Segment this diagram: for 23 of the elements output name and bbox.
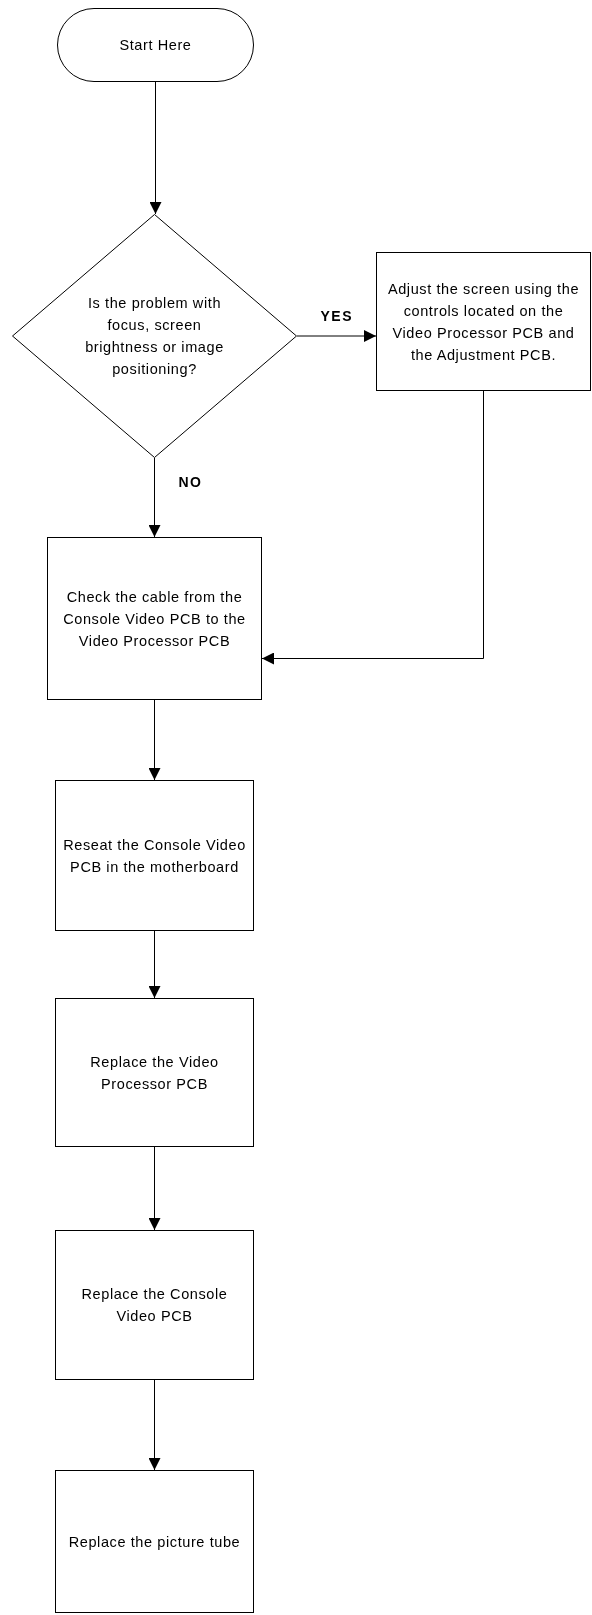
node-text: Check the cable from the Console Video PCB to the Video Processor PCB [62, 587, 247, 651]
node-text: Replace the picture tube [68, 1532, 241, 1552]
node-text: Start Here [119, 36, 192, 55]
process-box [55, 780, 254, 931]
process-box [55, 1470, 254, 1613]
arrow [148, 1146, 161, 1231]
arrow [261, 390, 484, 665]
arrow [296, 330, 377, 342]
arrow [148, 457, 161, 538]
process-box [55, 1230, 254, 1380]
node-text: Replace the Video Processor PCB [89, 1052, 220, 1094]
arrow [148, 930, 161, 999]
decision-diamond [12, 214, 297, 458]
node-text: Replace the Console Video PCB [80, 1285, 229, 1326]
process-box [55, 998, 254, 1147]
node-text: Is the problem with focus, screen brightness or image positioning? [84, 294, 225, 379]
arrow [148, 699, 161, 781]
node-text: Reseat the Console Video PCB in the motherboard [62, 835, 247, 877]
process-box [47, 537, 262, 700]
arrow [148, 1379, 161, 1471]
node-text: Adjust the screen using the controls located on the Video Processor PCB and the Adjustment PCB. [386, 279, 581, 365]
arrow [149, 81, 162, 215]
process-box [376, 252, 591, 391]
